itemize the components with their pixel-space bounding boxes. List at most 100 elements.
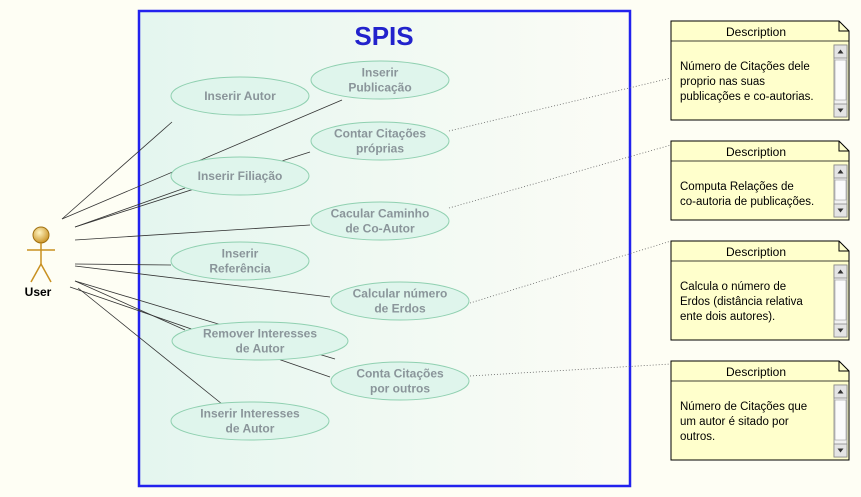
note-text-line: proprio nas suas (680, 76, 765, 88)
use-case-label: Conta Citações (356, 367, 444, 381)
use-case-label: de Erdos (374, 302, 426, 316)
scroll-thumb[interactable] (834, 399, 847, 441)
use-case-label: Inserir (362, 66, 399, 80)
use-case-label: Remover Interesses (203, 327, 317, 341)
system-title: SPIS (354, 21, 413, 51)
scroll-up-icon (837, 269, 844, 274)
note-scrollbar[interactable] (833, 264, 848, 338)
actor-user[interactable]: User (25, 226, 55, 299)
note-body (670, 20, 850, 121)
note-title: Description (726, 145, 786, 159)
note-title: Description (726, 245, 786, 259)
scroll-down-icon (837, 328, 844, 333)
use-case-label: Referência (209, 262, 271, 276)
note-connector-line (448, 144, 672, 209)
use-case-label: Contar Citações (334, 127, 426, 141)
note-text-line: outros. (680, 431, 715, 443)
note-text-line: Número de Citações que (680, 401, 807, 413)
association-line (61, 99, 343, 220)
scroll-thumb[interactable] (834, 279, 847, 321)
note-scrollbar[interactable] (833, 44, 848, 118)
actor-head (32, 226, 50, 244)
use-case-ellipse (170, 76, 310, 116)
use-case-label: Publicação (348, 81, 411, 95)
use-case-label: Inserir (222, 247, 259, 261)
note-connector-line (448, 77, 672, 132)
use-case-ellipse (330, 281, 470, 321)
use-case-label: de Autor (226, 422, 275, 436)
use-case-ellipse (310, 201, 450, 241)
use-case-label: por outros (370, 382, 430, 396)
note-body (670, 360, 850, 461)
scroll-thumb[interactable] (834, 179, 847, 201)
use-case-label: Calcular número (353, 287, 448, 301)
note-title: Description (726, 25, 786, 39)
note-text-line: co-autoria de publicações. (680, 196, 814, 208)
use-case-label: Inserir Filiação (198, 169, 283, 183)
use-case-label: de Co-Autor (345, 222, 415, 236)
scroll-down-icon (837, 108, 844, 113)
note-connector-line (469, 240, 672, 304)
use-case-ellipse (170, 156, 310, 196)
use-case-label: Inserir Interesses (200, 407, 300, 421)
scroll-up-icon (837, 169, 844, 174)
note-connectors (448, 77, 672, 377)
association-line (74, 265, 331, 298)
scroll-up-icon (837, 389, 844, 394)
scroll-down-icon (837, 208, 844, 213)
note-text-line: Erdos (distância relativa (680, 296, 803, 308)
use-case-ellipse (170, 401, 330, 441)
scroll-thumb[interactable] (834, 59, 847, 101)
note-fold (838, 361, 849, 372)
use-case-ellipse (330, 361, 470, 401)
use-case-inserir-filiacao[interactable]: Inserir Filiação (170, 156, 310, 196)
use-case-ellipse (310, 60, 450, 100)
association-line (74, 224, 311, 241)
note-connector-line (469, 363, 672, 377)
note-text-line: ente dois autores). (680, 311, 775, 323)
scroll-up-icon (837, 49, 844, 54)
association-line (74, 280, 186, 331)
note-text-line: um autor é sitado por (680, 416, 789, 428)
use-case-ellipse (310, 121, 450, 161)
association-line (74, 263, 172, 266)
scroll-down-icon (837, 448, 844, 453)
actor-leg-right (40, 263, 52, 283)
note-fold (838, 21, 849, 32)
association-line (61, 121, 173, 220)
note-text-line: Calcula o número de (680, 281, 786, 293)
actor-label: User (25, 285, 52, 299)
note-text-line: Computa Relações de (680, 181, 794, 193)
use-case-label: de Autor (236, 342, 285, 356)
use-case-label: próprias (356, 142, 404, 156)
use-case-inserir-autor[interactable]: Inserir Autor (170, 76, 310, 116)
association-line (74, 187, 186, 228)
note-title: Description (726, 365, 786, 379)
use-case-label: Cacular Caminho (331, 207, 430, 221)
note-body (670, 240, 850, 341)
note-scrollbar[interactable] (833, 164, 848, 218)
note-text-line: Número de Citações dele (680, 61, 810, 73)
note-fold (838, 141, 849, 152)
use-case-ellipse (170, 241, 310, 281)
use-case-label: Inserir Autor (204, 89, 276, 103)
note-scrollbar[interactable] (833, 384, 848, 458)
actor-leg-left (30, 263, 42, 283)
note-fold (838, 241, 849, 252)
use-case-ellipse (171, 321, 349, 361)
